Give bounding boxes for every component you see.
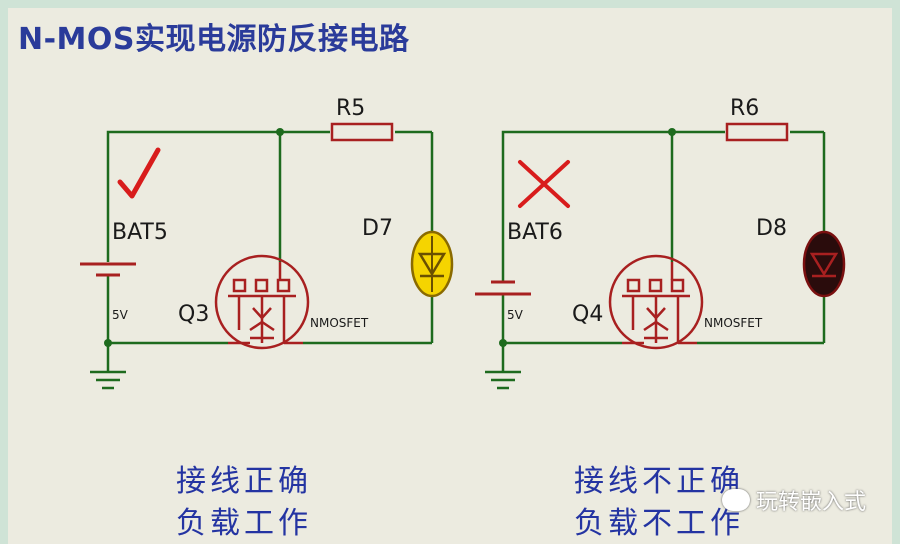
left-diode-label: D7 — [362, 216, 393, 241]
right-transistor-label: Q4 — [572, 302, 604, 327]
left-caption-line1: 接线正确 — [176, 464, 312, 499]
right-transistor-type: NMOSFET — [704, 316, 763, 330]
right-caption-line2: 负载不工作 — [574, 506, 744, 541]
right-battery-symbol — [475, 280, 531, 296]
right-ground-symbol — [485, 370, 521, 390]
left-transistor-type: NMOSFET — [310, 316, 369, 330]
left-wires — [106, 130, 434, 372]
left-battery-symbol — [80, 262, 136, 277]
left-mosfet-symbol — [214, 254, 310, 350]
left-transistor-label: Q3 — [178, 302, 210, 327]
right-circuit — [475, 122, 846, 390]
right-voltage-label: 5V — [507, 308, 523, 322]
left-voltage-label: 5V — [112, 308, 128, 322]
right-caption-line1: 接线不正确 — [574, 464, 744, 499]
right-resistor-body — [725, 122, 789, 142]
right-junction-bottom — [499, 339, 507, 347]
right-led-symbol — [802, 230, 846, 298]
right-diode-label: D8 — [756, 216, 787, 241]
left-check-icon — [117, 147, 161, 199]
left-battery-label: BAT5 — [112, 220, 168, 245]
watermark: 玩转嵌入式 — [721, 484, 866, 516]
left-ground-symbol — [90, 370, 126, 390]
left-junction-top — [276, 128, 284, 136]
left-led-symbol — [410, 230, 454, 298]
left-circuit — [80, 122, 454, 390]
diagram-title: N-MOS实现电源防反接电路 — [18, 22, 410, 57]
wechat-icon — [721, 489, 750, 511]
right-battery-label: BAT6 — [507, 220, 563, 245]
watermark-text: 玩转嵌入式 — [755, 490, 866, 515]
left-resistor-label: R5 — [336, 96, 366, 121]
right-mosfet-symbol — [608, 254, 704, 350]
left-resistor-body — [330, 122, 394, 142]
right-wires — [501, 130, 826, 372]
right-cross-icon — [518, 160, 570, 208]
left-caption-line2: 负载工作 — [176, 506, 312, 541]
left-junction-bottom — [104, 339, 112, 347]
right-resistor-label: R6 — [730, 96, 760, 121]
right-junction-top — [668, 128, 676, 136]
